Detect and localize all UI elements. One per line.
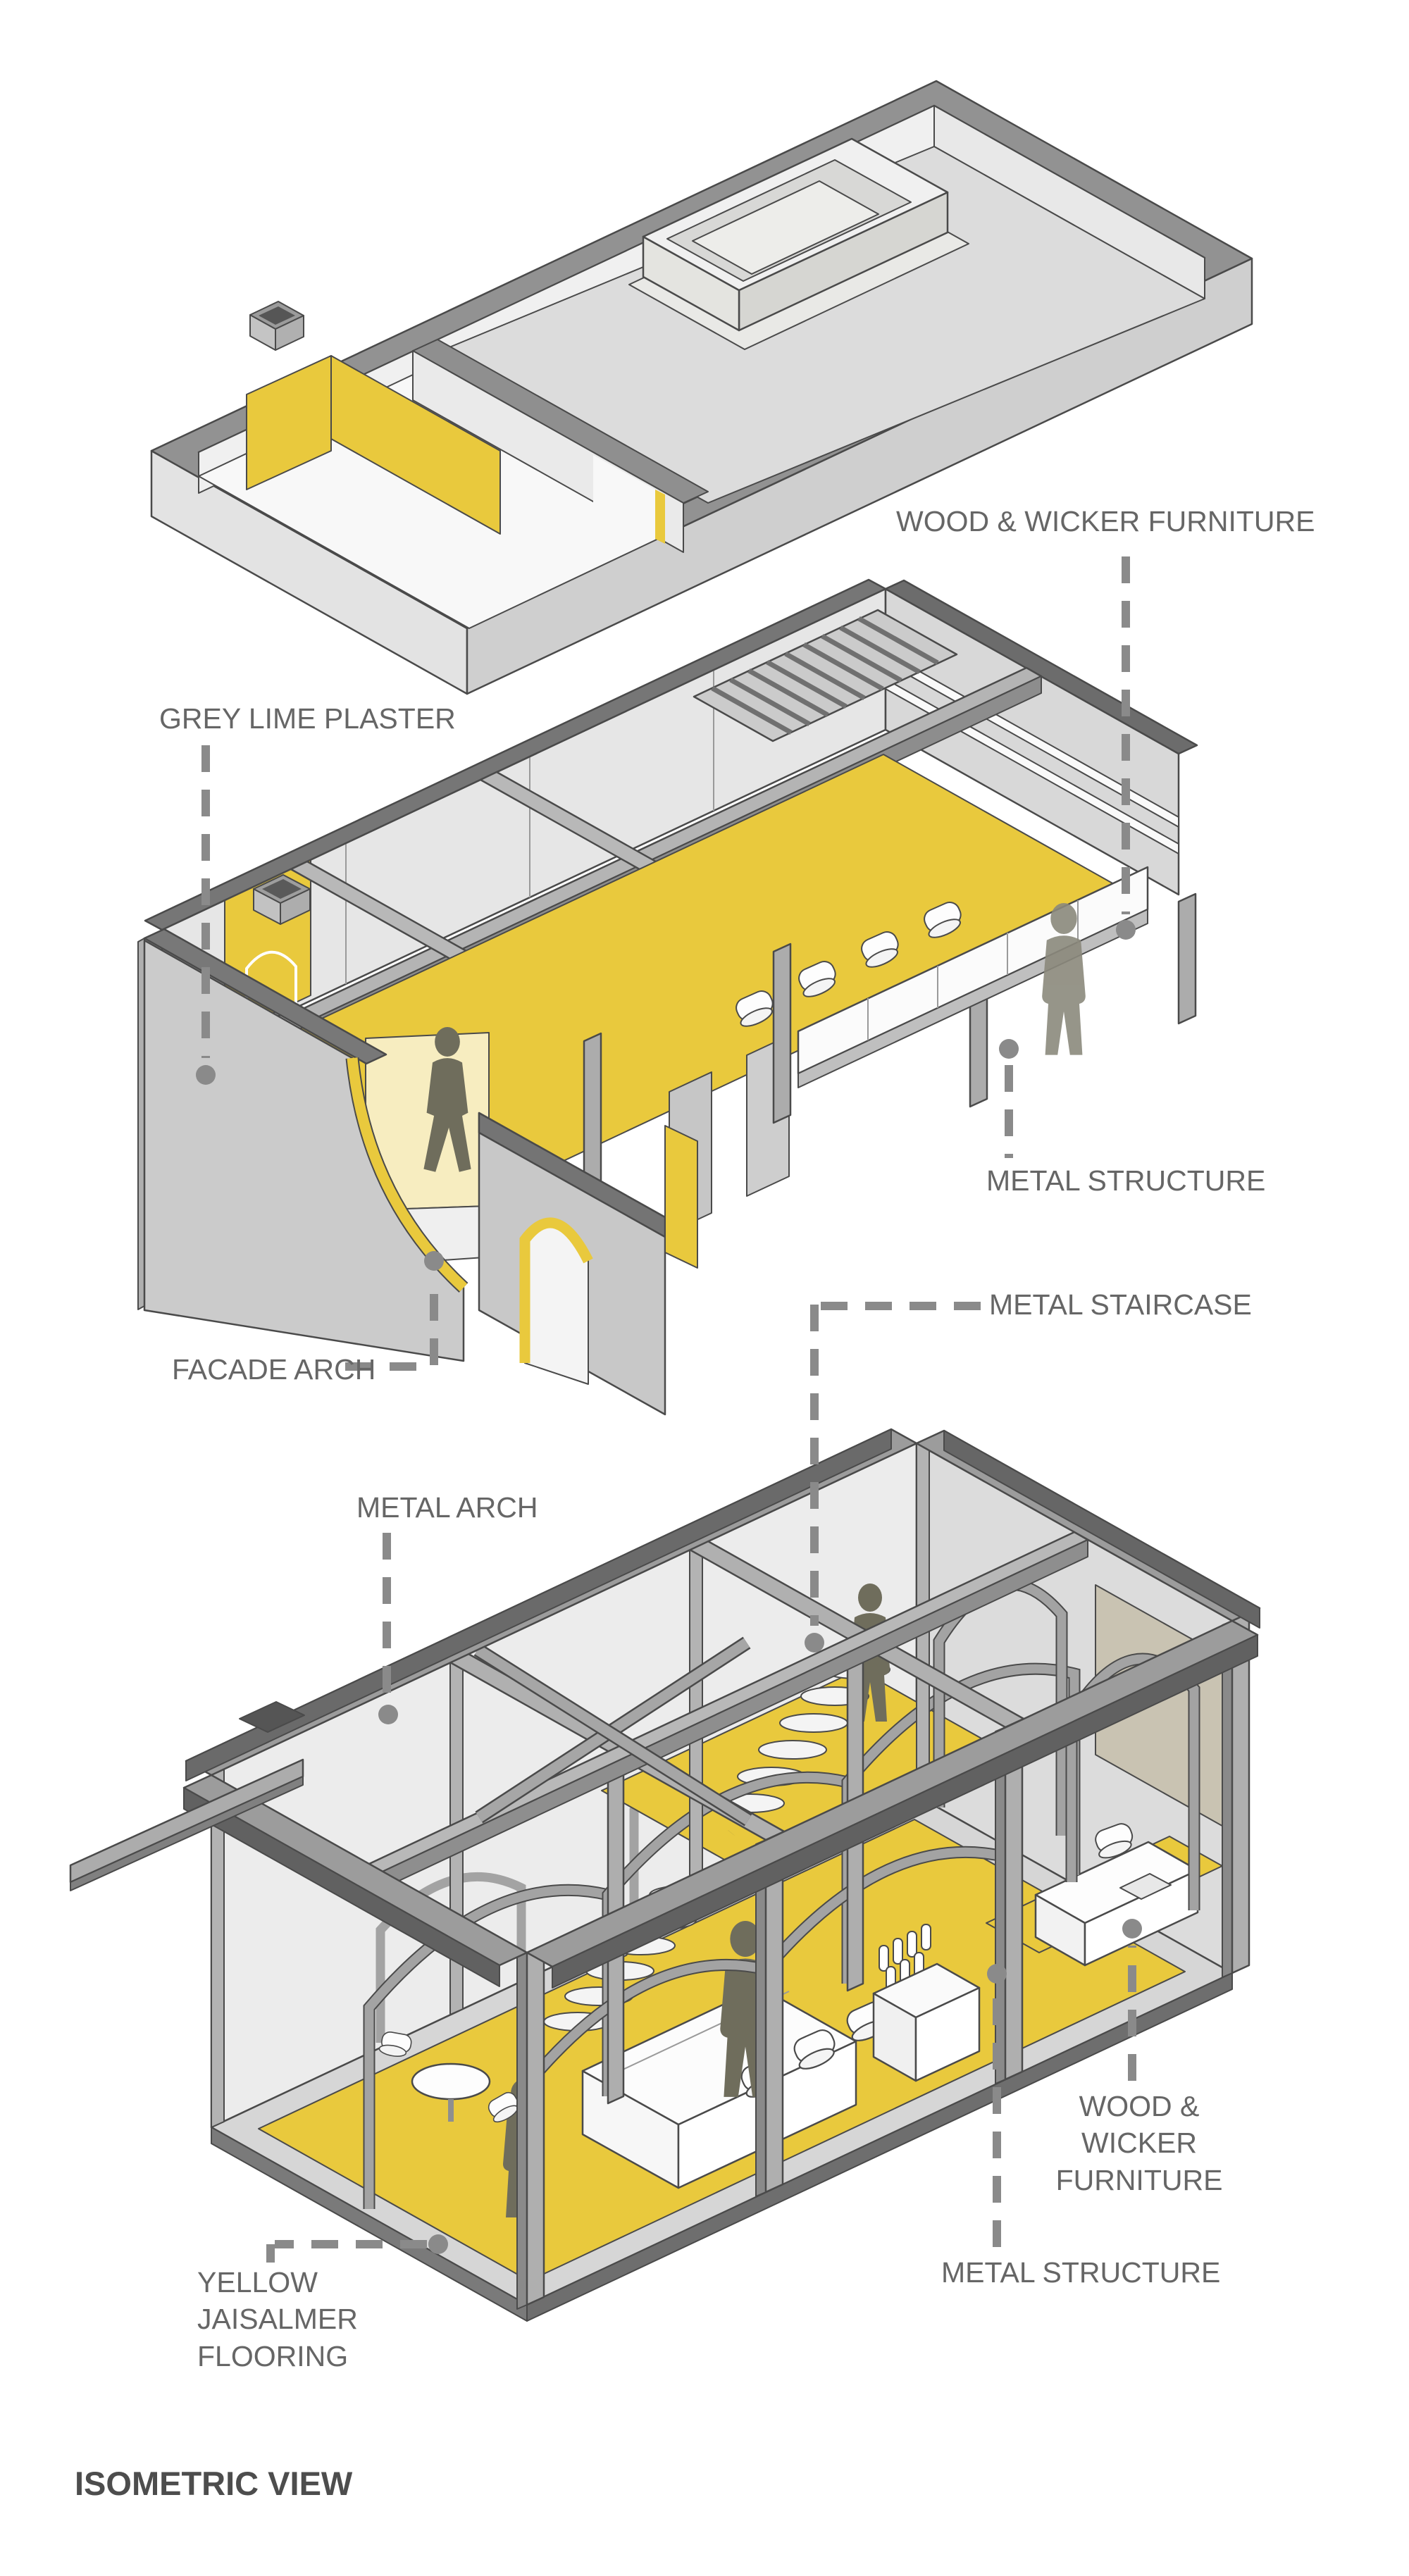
roof-level-drawing [150,80,1253,695]
label-yellow-jaisalmer-flooring: YELLOW JAISALMER FLOORING [197,2266,358,2372]
yellow-wall-accent [246,355,332,490]
leader-lines [196,556,1142,2263]
label-metal-structure-lower: METAL STRUCTURE [941,2256,1221,2289]
label-metal-structure-upper: METAL STRUCTURE [986,1164,1266,1197]
leader-metal-staircase [810,1302,981,1626]
ground-floor-drawing [69,1428,1261,2322]
office-desk [1034,1820,1199,1967]
reception-desk [581,1986,857,2189]
roof-chimney [249,301,304,351]
skylight [628,137,969,350]
roof-chimney [253,874,311,925]
facade-wall-arch [478,1112,698,1416]
label-wood-wicker-furniture-lower: WOOD & WICKER FURNITURE [1055,2090,1223,2196]
label-facade-arch: FACADE ARCH [172,1353,376,1386]
roof-beams [368,1531,1089,1889]
roof-fascia [182,1428,1261,1989]
label-wood-wicker-furniture-top: WOOD & WICKER FURNITURE [896,505,1315,537]
label-grey-lime-plaster: GREY LIME PLASTER [159,702,456,735]
leader-facade-arch [345,1276,438,1371]
cantilever-beam [69,1758,304,1891]
label-metal-staircase: METAL STAIRCASE [989,1288,1252,1321]
label-metal-arch: METAL ARCH [356,1491,538,1524]
slatted-roof [693,609,958,742]
round-table [378,2029,523,2126]
grey-lime-plaster-wall [137,928,468,1362]
page-title: ISOMETRIC VIEW [75,2465,353,2502]
yellow-wall-accent [330,355,501,535]
leader-yellow-jaisalmer [266,2240,427,2263]
bottle-display [872,1924,981,2082]
first-floor-drawing [137,578,1198,1416]
